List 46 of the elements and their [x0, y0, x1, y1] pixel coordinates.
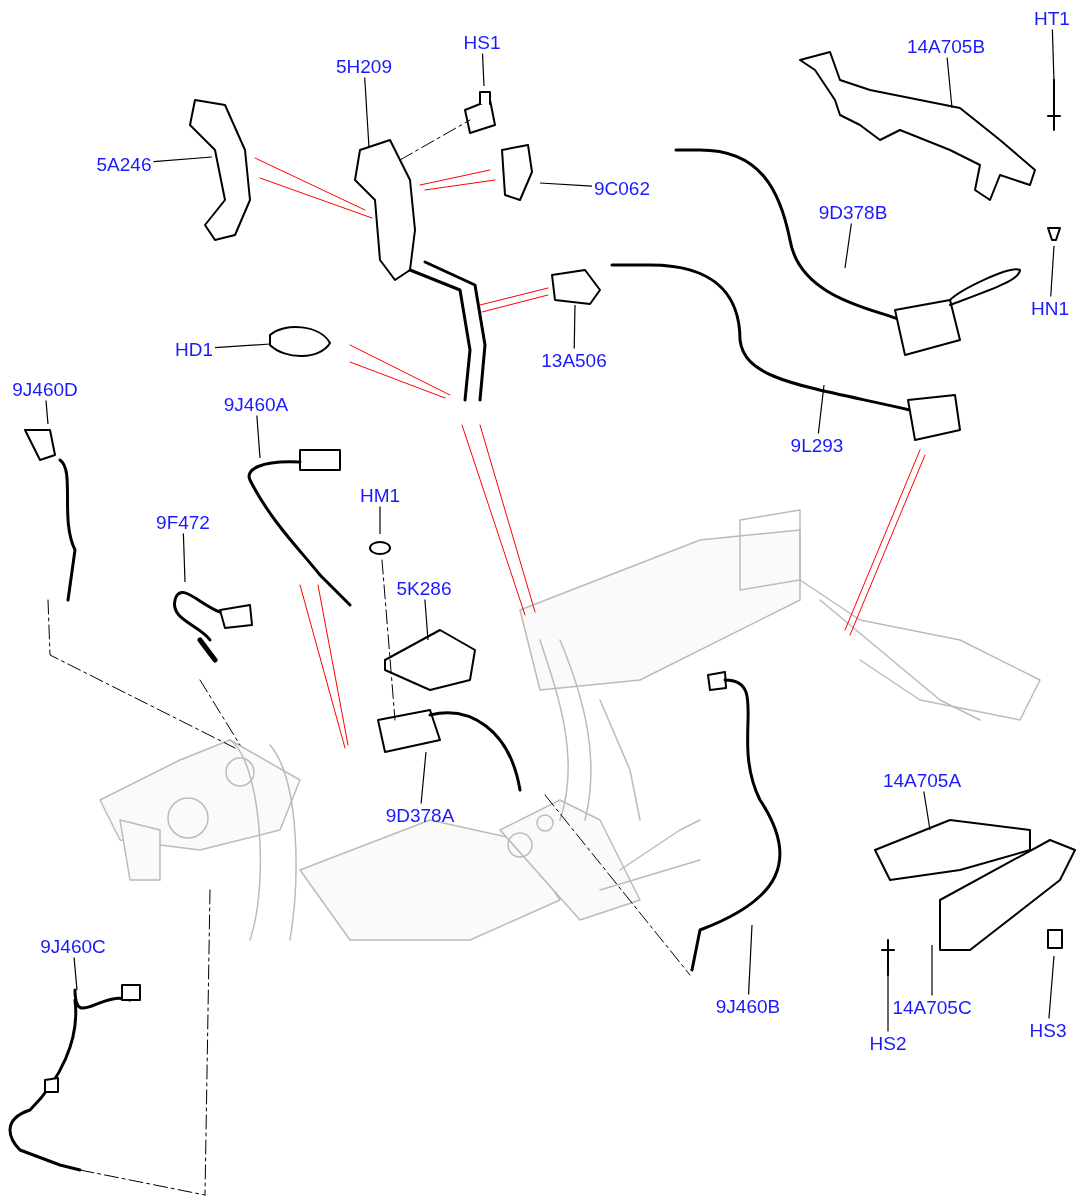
leader-line: [573, 304, 576, 350]
leader-line: [182, 532, 186, 583]
leader-line: [1050, 245, 1055, 298]
leader-line: [817, 384, 825, 435]
leader-line: [364, 76, 370, 149]
callout-number: HS2: [869, 1033, 907, 1053]
callout-number: 9J460B: [715, 996, 781, 1016]
callout-number: 5K286: [396, 578, 452, 598]
leader-line: [923, 790, 931, 831]
callout-number: 9J460A: [223, 394, 289, 414]
leader-line: [1051, 28, 1055, 83]
leader-line: [946, 56, 953, 109]
callout-number: HM1: [359, 485, 401, 505]
callout-number: HS1: [463, 32, 501, 52]
leader-line: [256, 414, 261, 459]
callout-number: HT1: [1034, 8, 1070, 28]
leader-line: [481, 52, 485, 87]
leader-line: [887, 974, 889, 1033]
callout-number: 9L293: [790, 435, 844, 455]
leader-line: [73, 956, 78, 991]
callout-number: 9J460C: [40, 936, 106, 956]
callout-number: 13A506: [541, 350, 607, 370]
leader-line: [379, 505, 381, 535]
callout-number: 14A705C: [892, 997, 972, 1017]
callout-number: 5A246: [96, 154, 152, 174]
leader-line: [214, 343, 271, 349]
callout-number: 9D378A: [385, 805, 455, 825]
leader-line: [1048, 955, 1055, 1020]
callout-number: 14A705B: [906, 36, 986, 56]
callout-number: 14A705A: [882, 770, 962, 790]
leader-line: [152, 156, 213, 163]
callout-number: 9C062: [594, 178, 650, 198]
callout-number: 9F472: [156, 512, 210, 532]
leader-line: [931, 944, 933, 997]
callout-number: HD1: [175, 339, 213, 359]
callout-number: 9J460D: [12, 379, 78, 399]
callout-number: 9D378B: [818, 202, 888, 222]
leader-line: [45, 399, 49, 425]
leader-line: [747, 924, 753, 996]
leader-line: [844, 222, 852, 269]
leader-line: [424, 598, 429, 641]
callout-number: 5H209: [336, 56, 392, 76]
leader-line: [539, 182, 593, 187]
callout-number: HS3: [1029, 1020, 1067, 1040]
leader-line: [420, 751, 427, 805]
callout-number: HN1: [1031, 298, 1069, 318]
